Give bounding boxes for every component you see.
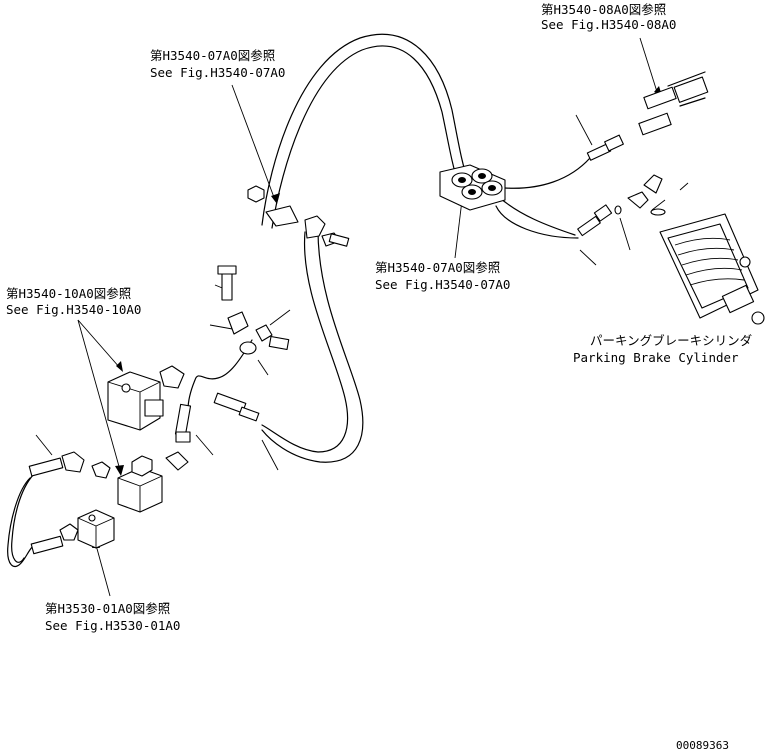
upper-right-fitting xyxy=(638,71,709,136)
hose-fitting-right-lower xyxy=(577,174,666,237)
callout-h3540-07a0-mid: 第H3540-07A0図参照 See Fig.H3540-07A0 xyxy=(375,260,510,292)
clamp-upper-left xyxy=(247,185,350,247)
valve-block-lower xyxy=(91,455,163,513)
fittings-middle xyxy=(159,365,260,471)
callout-h3530-01a0-jp: 第H3530-01A0図参照 xyxy=(45,601,170,616)
drawing-number: 00089363 xyxy=(676,739,729,752)
callout-parking-brake-cylinder: パーキングブレーキシリンダ Parking Brake Cylinder xyxy=(573,333,752,365)
callout-h3540-10a0: 第H3540-10A0図参照 See Fig.H3540-10A0 xyxy=(6,286,141,317)
bolt-bracket-left xyxy=(217,265,290,355)
callout-h3540-10a0-jp: 第H3540-10A0図参照 xyxy=(6,286,131,301)
callout-h3540-08a0-en: See Fig.H3540-08A0 xyxy=(541,17,676,32)
callout-h3530-01a0: 第H3530-01A0図参照 See Fig.H3530-01A0 xyxy=(45,601,180,633)
valve-block-upper xyxy=(107,371,164,431)
callout-h3530-01a0-en: See Fig.H3530-01A0 xyxy=(45,618,180,633)
hose-lines xyxy=(7,33,591,567)
clamp-block-center xyxy=(439,164,506,211)
parking-brake-cylinder-en: Parking Brake Cylinder xyxy=(573,350,739,365)
callout-h3540-07a0-top: 第H3540-07A0図参照 See Fig.H3540-07A0 xyxy=(150,48,285,80)
callout-h3540-07a0-top-jp: 第H3540-07A0図参照 xyxy=(150,48,275,63)
callout-h3540-07a0-mid-jp: 第H3540-07A0図参照 xyxy=(375,260,500,275)
parking-brake-cylinder-jp: パーキングブレーキシリンダ xyxy=(590,333,752,348)
callout-h3540-07a0-mid-en: See Fig.H3540-07A0 xyxy=(375,277,510,292)
callout-h3540-08a0-jp: 第H3540-08A0図参照 xyxy=(541,2,666,17)
leader-lines xyxy=(35,37,689,597)
hose-fitting-right-upper xyxy=(586,134,624,161)
callout-h3540-08a0: 第H3540-08A0図参照 See Fig.H3540-08A0 xyxy=(541,2,676,32)
callout-h3540-07a0-top-en: See Fig.H3540-07A0 xyxy=(150,65,285,80)
lower-left-fittings xyxy=(28,451,115,555)
parking-brake-cylinder xyxy=(659,213,765,325)
callout-h3540-10a0-en: See Fig.H3540-10A0 xyxy=(6,302,141,317)
